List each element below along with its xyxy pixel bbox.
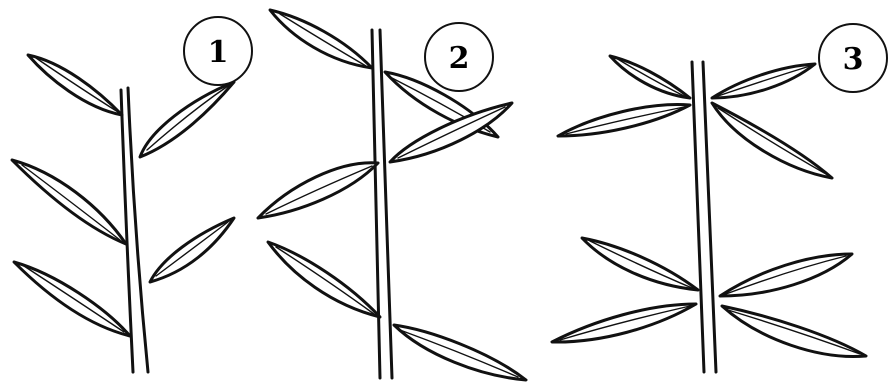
plant-1: 1 xyxy=(12,17,252,372)
plant-3: 3 xyxy=(552,24,887,372)
leaf-2e xyxy=(268,242,380,317)
leaf-2d xyxy=(258,163,378,218)
leaf-1d xyxy=(150,218,234,282)
leaf-1a xyxy=(28,55,122,115)
leaf-3e xyxy=(582,238,698,290)
leaf-1e xyxy=(14,262,130,336)
leaf-1b xyxy=(140,82,234,157)
leaf-2f xyxy=(394,325,526,380)
leaf-3f xyxy=(720,254,852,296)
stem-2 xyxy=(372,30,392,378)
figure-label-2: 2 xyxy=(449,41,470,76)
label-badge-3: 3 xyxy=(819,24,887,92)
leaf-2a xyxy=(270,10,372,68)
stem-3 xyxy=(692,62,716,372)
label-badge-2: 2 xyxy=(425,23,493,91)
figure-label-3: 3 xyxy=(843,42,864,77)
figure-label-1: 1 xyxy=(208,35,229,70)
leaf-3c xyxy=(558,105,690,136)
leaf-3b xyxy=(712,64,815,98)
label-badge-1: 1 xyxy=(184,17,252,85)
leaf-1c xyxy=(12,160,126,244)
leaf-3a xyxy=(610,56,690,98)
leaf-3g xyxy=(552,304,696,342)
leaf-3h xyxy=(722,306,866,357)
leaf-3d xyxy=(712,103,832,178)
plant-2: 2 xyxy=(258,10,526,380)
